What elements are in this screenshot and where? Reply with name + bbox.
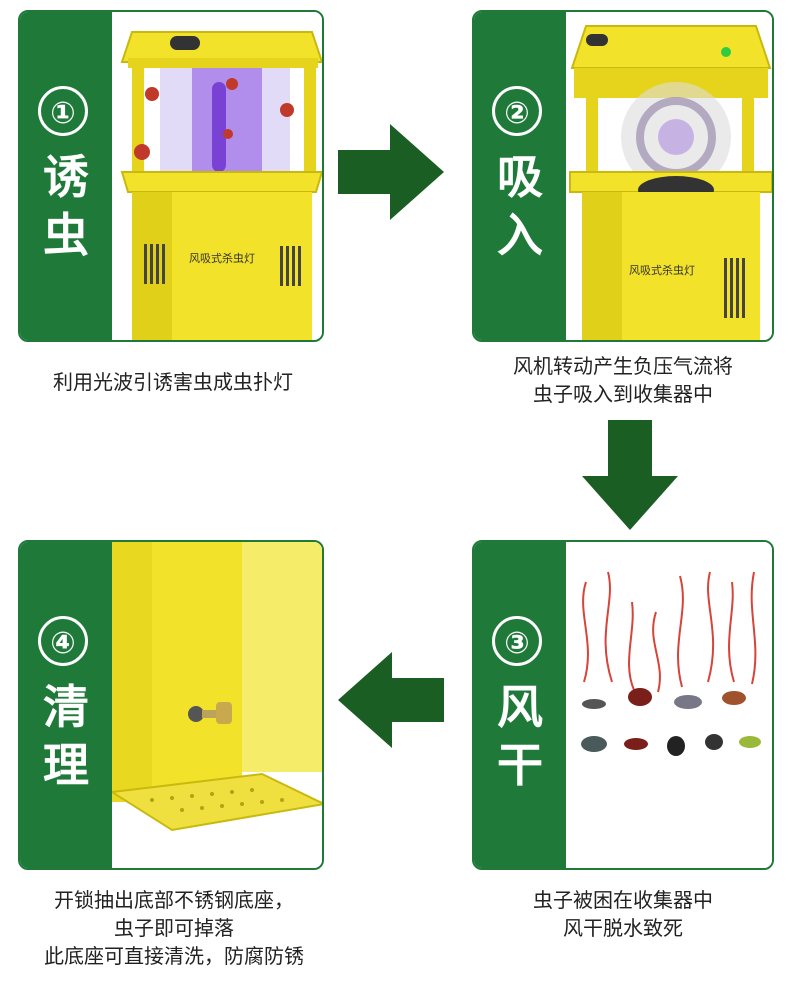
caption-line: 利用光波引诱害虫成虫扑灯	[53, 370, 293, 394]
caption-line: 虫子被困在收集器中	[533, 888, 713, 912]
step-number: ①	[38, 86, 88, 136]
step-card-4: ④ 清理	[18, 540, 324, 870]
step-card-3: ③ 风干	[472, 540, 774, 870]
step-card-2: ② 吸入 风吸式杀虫灯	[472, 10, 774, 342]
step-number: ③	[492, 616, 542, 666]
caption-line: 此底座可直接清洗，防腐防锈	[44, 944, 304, 968]
caption-line: 开锁抽出底部不锈钢底座，	[54, 888, 294, 912]
step-band	[474, 12, 566, 340]
step-1-caption: 利用光波引诱害虫成虫扑灯	[10, 368, 336, 396]
caption-line: 风干脱水致死	[563, 916, 683, 940]
arrow-down-icon	[582, 420, 678, 530]
caption-line: 风机转动产生负压气流将	[513, 354, 733, 378]
dried-insects-illustration	[566, 542, 772, 868]
lure-insect-illustration: 风吸式杀虫灯	[112, 12, 322, 340]
step-card-1: ① 诱虫	[18, 10, 324, 342]
arrow-right-icon	[338, 124, 444, 220]
device-label: 风吸式杀虫灯	[189, 251, 255, 265]
suction-illustration: 风吸式杀虫灯	[566, 12, 772, 340]
step-2-caption: 风机转动产生负压气流将 虫子吸入到收集器中	[470, 352, 776, 408]
step-band	[474, 542, 566, 868]
step-band	[20, 542, 112, 868]
step-title: 诱虫	[43, 150, 89, 262]
step-3-caption: 虫子被困在收集器中 风干脱水致死	[470, 886, 776, 942]
step-title: 吸入	[497, 150, 543, 262]
device-label: 风吸式杀虫灯	[629, 263, 695, 277]
step-title: 清理	[43, 680, 89, 792]
step-number: ②	[492, 86, 542, 136]
caption-line: 虫子吸入到收集器中	[533, 382, 713, 406]
arrow-left-icon	[338, 652, 444, 748]
clean-tray-illustration	[109, 542, 322, 868]
step-4-caption: 开锁抽出底部不锈钢底座， 虫子即可掉落 此底座可直接清洗，防腐防锈	[4, 886, 344, 970]
step-number: ④	[38, 616, 88, 666]
caption-line: 虫子即可掉落	[114, 916, 234, 940]
step-title: 风干	[497, 680, 543, 792]
step-band	[20, 12, 112, 340]
